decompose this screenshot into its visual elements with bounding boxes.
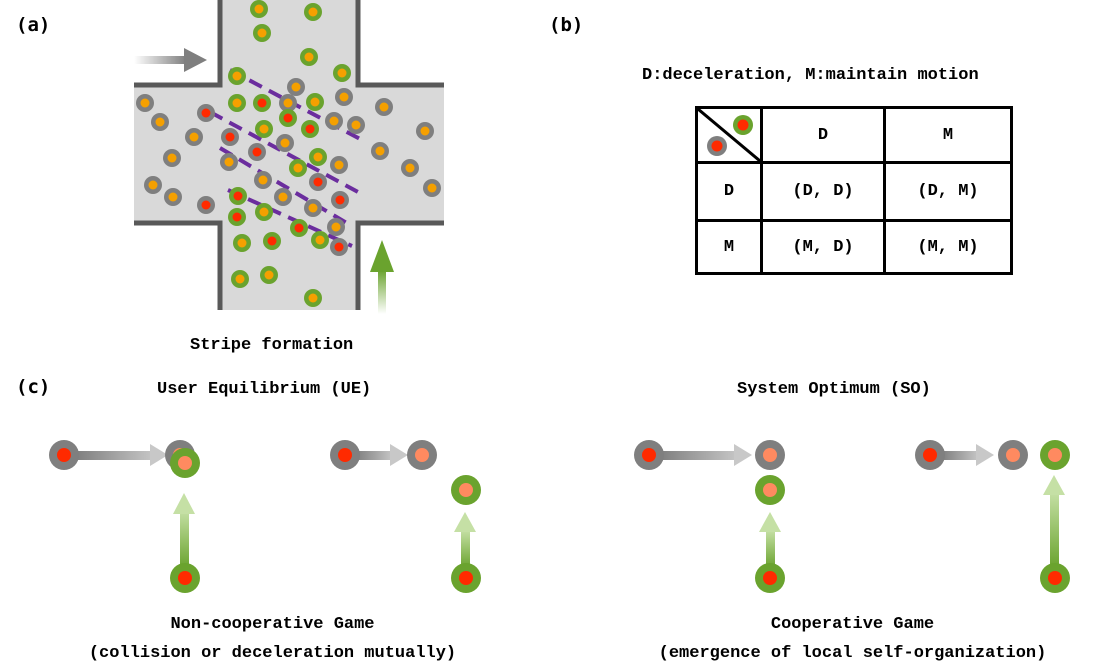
gray-agent <box>327 218 345 236</box>
green-agent <box>228 67 246 85</box>
green-agent <box>333 64 351 82</box>
green-agent <box>228 94 246 112</box>
so-green-priority-scenario <box>915 440 1070 593</box>
gray-agent <box>276 134 294 152</box>
gray-agent <box>423 179 441 197</box>
gray-agent <box>309 173 327 191</box>
ue-deceleration-scenario <box>330 440 481 593</box>
green-agent <box>279 109 297 127</box>
green-agent <box>253 94 271 112</box>
gray-agent <box>287 78 305 96</box>
payoff-legend: D:deceleration, M:maintain motion <box>642 66 979 85</box>
green-agent <box>306 93 324 111</box>
stripe-formation-caption: Stripe formation <box>190 336 354 355</box>
gray-agent <box>304 199 322 217</box>
green-agent <box>304 289 322 307</box>
ue-collision-scenario <box>49 440 200 593</box>
corridor-walls <box>134 0 444 310</box>
gray-agent <box>401 159 419 177</box>
green-agent <box>228 208 246 226</box>
gray-agent <box>375 98 393 116</box>
col-header-2: M <box>883 106 1013 164</box>
so-caption-line1: Cooperative Game <box>770 615 935 634</box>
so-title: System Optimum (SO) <box>737 380 931 399</box>
gray-agent <box>221 128 239 146</box>
gray-agent <box>274 188 292 206</box>
panel-label-b: (b) <box>549 14 584 36</box>
gray-agent <box>185 128 203 146</box>
gray-agent <box>330 238 348 256</box>
col-header-1: D <box>760 106 886 164</box>
so-caption-line2: (emergence of local self-organization) <box>658 644 1047 663</box>
crossing-corridor-diagram <box>134 0 444 314</box>
gray-agent <box>416 122 434 140</box>
green-agent <box>229 187 247 205</box>
gray-agent <box>254 171 272 189</box>
green-agent <box>300 48 318 66</box>
gray-agent <box>248 143 266 161</box>
gray-agent <box>197 104 215 122</box>
row-header-1: D <box>695 161 763 222</box>
green-agent <box>231 270 249 288</box>
panel-label-a: (a) <box>16 14 51 36</box>
gray-agent <box>164 188 182 206</box>
so-gray-priority-scenario <box>634 440 785 593</box>
gray-agent <box>347 116 365 134</box>
gray-agent <box>330 156 348 174</box>
agent-particles <box>136 0 441 307</box>
gray-agent <box>371 142 389 160</box>
green-agent <box>301 120 319 138</box>
green-agent <box>233 234 251 252</box>
payoff-matrix: D M D (D, D) (D, M) M (M, D) (M, M) <box>695 106 1013 275</box>
gray-agent <box>335 88 353 106</box>
gray-agent <box>144 176 162 194</box>
gray-agent <box>136 94 154 112</box>
green-agent <box>253 24 271 42</box>
gray-flow-arrow <box>134 48 207 72</box>
game-diagrams <box>49 440 1070 593</box>
gray-agent <box>325 112 343 130</box>
ue-caption-line1: Non-cooperative Game <box>170 615 375 634</box>
payoff-corner-cell <box>695 106 763 164</box>
ue-title: User Equilibrium (UE) <box>157 380 372 399</box>
gray-agent <box>151 113 169 131</box>
gray-agent <box>163 149 181 167</box>
payoff-cell: (M, D) <box>760 219 886 275</box>
payoff-cell: (D, M) <box>883 161 1013 222</box>
green-agent <box>255 120 273 138</box>
gray-agent <box>197 196 215 214</box>
green-agent <box>289 159 307 177</box>
gray-agent <box>331 191 349 209</box>
panel-label-c: (c) <box>16 376 51 398</box>
green-agent <box>290 219 308 237</box>
ue-caption-line2: (collision or deceleration mutually) <box>88 644 457 663</box>
green-agent <box>309 148 327 166</box>
green-agent <box>255 203 273 221</box>
green-agent <box>304 3 322 21</box>
green-agent <box>311 231 329 249</box>
gray-agent <box>279 94 297 112</box>
green-agent <box>260 266 278 284</box>
payoff-cell: (D, D) <box>760 161 886 222</box>
green-agent <box>250 0 268 18</box>
payoff-cell: (M, M) <box>883 219 1013 275</box>
row-header-2: M <box>695 219 763 275</box>
green-agent <box>263 232 281 250</box>
green-flow-arrow <box>370 240 394 314</box>
gray-agent <box>220 153 238 171</box>
corner-agents-icon <box>698 109 760 161</box>
